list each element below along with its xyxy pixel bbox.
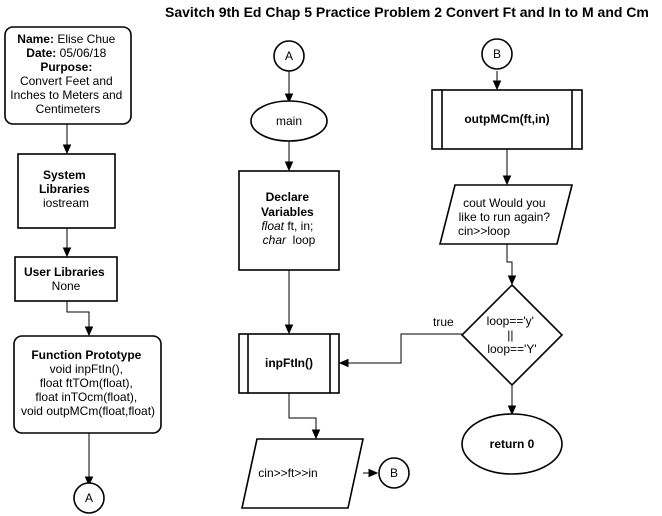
page-title: Savitch 9th Ed Chap 5 Practice Problem 2…: [165, 4, 649, 20]
connector-b-bottom: B: [378, 457, 410, 489]
svg-text:cout Would you like to r: cout Would you like to run again? cin>>l…: [458, 196, 553, 238]
arrow-head: [311, 429, 321, 440]
cin-io-label: cin>>ft>>in: [258, 466, 317, 480]
arrow-head: [502, 175, 512, 186]
userlib-title: User Libraries: [24, 265, 105, 279]
decision-line: loop=='y': [487, 314, 534, 328]
name-value: Elise Chue: [57, 32, 115, 46]
prototype-title: Function Prototype: [31, 348, 141, 362]
arrow-head: [84, 476, 94, 487]
declare-title: Declare: [266, 190, 310, 204]
svg-text:Name: Elise Chue Date: 0: Name: Elise Chue Date: 05/06/18 Purpose:…: [10, 32, 125, 116]
arrow-head: [284, 93, 294, 104]
syslib-title: Libraries: [39, 182, 90, 196]
syslib-title: System: [43, 168, 86, 182]
arrow-head: [284, 324, 294, 335]
purpose-label: Purpose:: [40, 60, 92, 74]
function-prototype-box: Function Prototype void inpFtIn(), float…: [13, 335, 162, 434]
arrow-head: [507, 405, 517, 416]
true-label: true: [433, 315, 454, 329]
purpose-line: Inches to Meters and: [10, 88, 122, 102]
decision-line: loop=='Y': [487, 342, 536, 356]
outp-process-box: outpMCm(ft,in): [431, 89, 583, 150]
arrow-head: [62, 247, 72, 258]
edge-cout-to-decision: [506, 244, 513, 277]
inp-process-label: inpFtIn(): [265, 356, 313, 370]
connector-a-bottom: A: [73, 482, 105, 514]
declare-vars: loop: [286, 233, 316, 247]
cout-line: cin>>loop: [458, 224, 510, 238]
prototype-line: float inTOcm(float),: [35, 390, 137, 404]
cin-io-box: cin>>ft>>in: [241, 438, 364, 509]
svg-text:Function Prototype void: Function Prototype void inpFtIn(), float…: [21, 348, 155, 418]
declare-type: float: [261, 219, 284, 233]
arrow-head: [84, 326, 94, 337]
cout-line: like to run again?: [459, 210, 551, 224]
arrow-head: [368, 468, 379, 478]
main-label: main: [276, 114, 302, 128]
arrow-head: [284, 161, 294, 172]
header-box: Name: Elise Chue Date: 05/06/18 Purpose:…: [4, 26, 132, 125]
date-value: 05/06/18: [60, 46, 107, 60]
arrow-head: [338, 358, 349, 368]
flow-edges: [62, 71, 517, 487]
svg-text:System Libraries i: System Libraries iostream: [39, 168, 93, 210]
name-label: Name:: [17, 32, 54, 46]
arrow-head: [507, 275, 517, 286]
return-terminal: return 0: [461, 413, 563, 475]
declare-type: char: [263, 233, 287, 247]
connector-b-label: B: [390, 466, 398, 480]
main-terminal: main: [250, 100, 328, 142]
edge-inp-to-cin: [288, 393, 317, 431]
prototype-line: void outpMCm(float,float): [21, 404, 155, 418]
return-label: return 0: [490, 437, 535, 451]
user-libraries-box: User Libraries None: [14, 256, 118, 302]
outp-process-label: outpMCm(ft,in): [464, 112, 549, 126]
cout-line: cout Would you: [463, 196, 546, 210]
purpose-line: Centimeters: [36, 102, 101, 116]
purpose-line: Convert Feet and: [20, 74, 113, 88]
prototype-line: void inpFtIn(),: [50, 362, 123, 376]
inp-process-box: inpFtIn(): [238, 333, 340, 394]
connector-a-top: A: [273, 40, 305, 72]
connector-b-label: B: [493, 47, 501, 61]
declare-title: Variables: [261, 205, 314, 219]
connector-a-label: A: [85, 491, 93, 505]
arrow-head: [492, 80, 502, 91]
arrow-head: [62, 144, 72, 155]
declare-vars: ft, in;: [284, 219, 313, 233]
declare-variables-box: Declare Variables float ft, in; char loo…: [238, 170, 340, 271]
loop-decision: loop=='y' || loop=='Y': [460, 283, 564, 387]
svg-text:Declare Variables: Declare Variables float ft, in; char loo…: [261, 190, 317, 247]
prototype-line: float ftTOm(float),: [40, 376, 133, 390]
syslib-value: iostream: [43, 196, 89, 210]
userlib-value: None: [52, 279, 81, 293]
decision-line: ||: [507, 328, 513, 342]
edge-decision-true-to-inp: [347, 333, 462, 364]
edge-userlib-to-prototype: [66, 301, 90, 328]
connector-b-top: B: [481, 38, 513, 70]
date-label: Date:: [26, 46, 56, 60]
svg-text:User Libraries None: User Libraries None: [24, 265, 108, 293]
system-libraries-box: System Libraries iostream: [17, 153, 116, 229]
connector-a-label: A: [285, 49, 293, 63]
svg-text:loop=='y' || loop=: loop=='y' || loop=='Y': [487, 314, 538, 356]
cout-io-box: cout Would you like to run again? cin>>l…: [438, 184, 574, 245]
